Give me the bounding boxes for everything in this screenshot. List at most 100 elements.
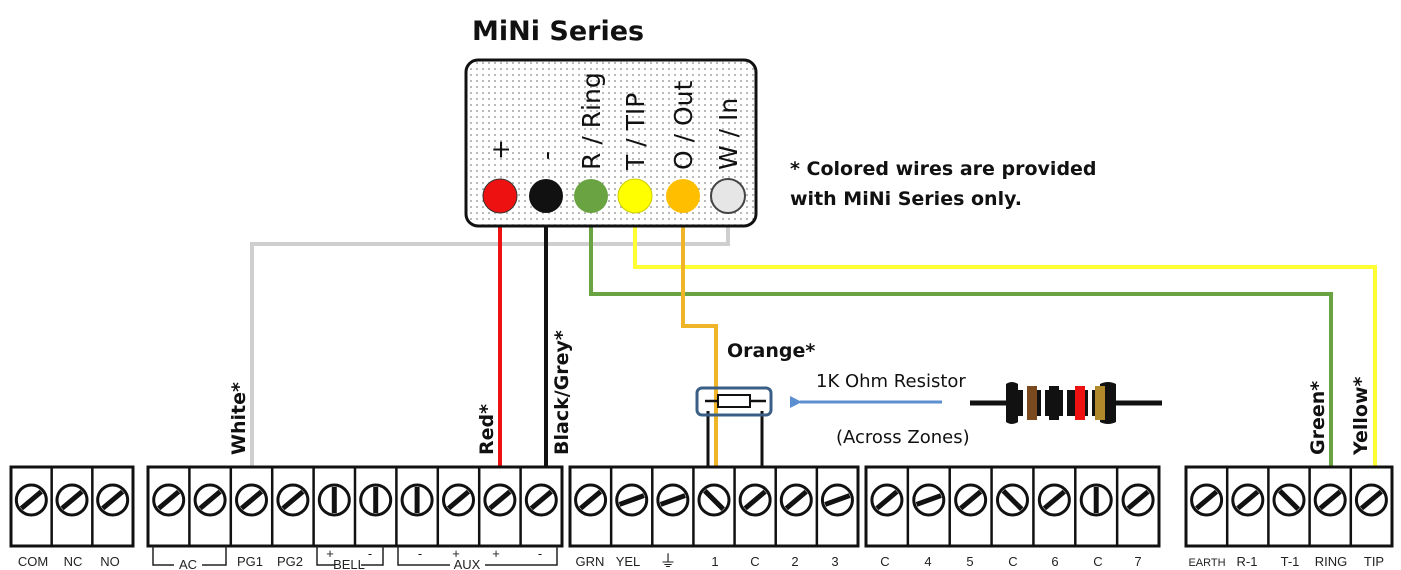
terminal-label-aux: AUX [454, 557, 481, 570]
screw-terminal [400, 483, 434, 517]
screw-terminal [1272, 483, 1306, 517]
terminal-label-zone-c-3: C [1008, 554, 1017, 569]
terminal-label-bell-plus: + [326, 546, 334, 561]
orange-wire [681, 196, 718, 467]
resistor-illustration [970, 382, 1162, 424]
ground-symbol-icon: ⏚ [660, 552, 677, 570]
terminal-label-bell-minus: - [368, 546, 372, 561]
screw-terminal [1079, 483, 1113, 517]
terminal-label-zone-c-2: C [880, 554, 889, 569]
mini-series-device: + - R / Ring T / TIP O / Out W / In [464, 58, 758, 228]
terminal-label-com: COM [18, 554, 48, 569]
terminal-label-nc: NC [64, 554, 83, 569]
terminal-block-zones-b [864, 465, 1161, 548]
terminal-label-tip: TIP [1364, 554, 1384, 569]
terminal-label-ring: RING [1315, 554, 1348, 569]
terminal-label-aux-plus-2: + [492, 546, 500, 561]
pin-dot-tip [617, 178, 653, 214]
wire-label-white: White* [228, 382, 250, 455]
screw-terminal [235, 483, 268, 517]
screw-terminal [359, 483, 393, 517]
terminal-label-zone-6: 6 [1051, 554, 1058, 569]
terminal-label-zone-1: 1 [711, 554, 718, 569]
terminal-block-phone [1184, 465, 1394, 548]
screw-terminal [55, 483, 89, 517]
pin-dot-minus [529, 179, 563, 213]
pin-dot-out [666, 179, 700, 213]
resistor-label: 1K Ohm Resistor [816, 371, 966, 392]
pin-label-ring: R / Ring [577, 72, 606, 170]
screw-terminal [1231, 483, 1265, 517]
screw-terminal [193, 483, 227, 517]
terminal-label-zone-7: 7 [1134, 554, 1141, 569]
terminal-labels: COM NC NO AC PG1 PG2 + - BELL - + AUX + … [18, 546, 1384, 570]
wire-label-black: Black/Grey* [551, 330, 573, 455]
resistor-band-3 [1075, 386, 1085, 420]
terminal-label-aux-minus-2: - [538, 546, 542, 561]
resistor-band-1 [1027, 386, 1037, 420]
terminal-label-no: NO [100, 554, 120, 569]
yellow-wire [633, 196, 1377, 467]
zone-resistor [695, 386, 773, 467]
screw-terminal [738, 483, 772, 517]
screw-terminal [1313, 483, 1347, 517]
pin-label-minus: - [532, 151, 561, 160]
screw-terminal [697, 483, 731, 517]
pin-dot-plus [482, 178, 518, 214]
green-wire [589, 196, 1333, 467]
wire-label-green: Green* [1307, 381, 1329, 455]
resistor-sublabel: (Across Zones) [836, 427, 970, 448]
terminal-blocks [9, 465, 1394, 548]
screw-terminal [574, 483, 608, 517]
screw-terminal [954, 483, 988, 517]
note-line-1: * Colored wires are provided [790, 158, 1097, 180]
terminal-label-r1: R-1 [1237, 554, 1258, 569]
wire-label-red: Red* [476, 404, 498, 455]
terminal-block-power [146, 465, 564, 548]
screw-terminal [996, 483, 1029, 517]
terminal-block-zones-a [568, 465, 860, 548]
screw-terminal [483, 483, 517, 517]
screw-terminal [442, 483, 475, 517]
screw-terminal [14, 483, 48, 517]
terminal-label-zone-5: 5 [966, 554, 973, 569]
pin-label-out: O / Out [669, 80, 698, 170]
screw-terminal [820, 483, 854, 517]
wire-label-orange: Orange* [727, 340, 815, 362]
pin-label-tip: T / TIP [621, 93, 650, 171]
terminal-label-zone-2: 2 [791, 554, 798, 569]
terminal-label-aux-minus-1: - [418, 546, 422, 561]
pin-label-in: W / In [714, 98, 743, 170]
pin-label-plus: + [486, 139, 515, 160]
terminal-label-earth: EARTH [1188, 557, 1225, 569]
resistor-band-4 [1095, 386, 1105, 420]
terminal-label-bell: BELL [333, 557, 365, 570]
pin-dot-ring [574, 179, 608, 213]
screw-terminal [276, 483, 310, 517]
screw-terminal [96, 483, 130, 517]
terminal-label-yel: YEL [616, 554, 641, 569]
diagram-title: MiNi Series [472, 16, 644, 47]
resistor-band-2 [1049, 386, 1059, 420]
screw-terminal [1037, 483, 1071, 517]
screw-terminal [779, 483, 813, 517]
terminal-label-t1: T-1 [1281, 554, 1300, 569]
screw-terminal [317, 483, 351, 517]
terminal-label-ac: AC [179, 557, 197, 570]
terminal-label-aux-plus-1: + [452, 546, 460, 561]
terminal-block-relay [9, 465, 135, 548]
terminal-label-zone-c-4: C [1093, 554, 1102, 569]
terminal-label-zone-3: 3 [831, 554, 838, 569]
wire-label-yellow: Yellow* [1350, 376, 1372, 456]
screw-terminal [656, 483, 690, 517]
screw-terminal [152, 483, 186, 517]
terminal-label-grn: GRN [576, 554, 605, 569]
terminal-label-pg1: PG1 [237, 554, 263, 569]
screw-terminal [870, 483, 904, 517]
terminal-label-pg2: PG2 [277, 554, 303, 569]
pin-dot-in [710, 178, 746, 214]
screw-terminal [912, 483, 946, 517]
wires [250, 196, 1377, 467]
